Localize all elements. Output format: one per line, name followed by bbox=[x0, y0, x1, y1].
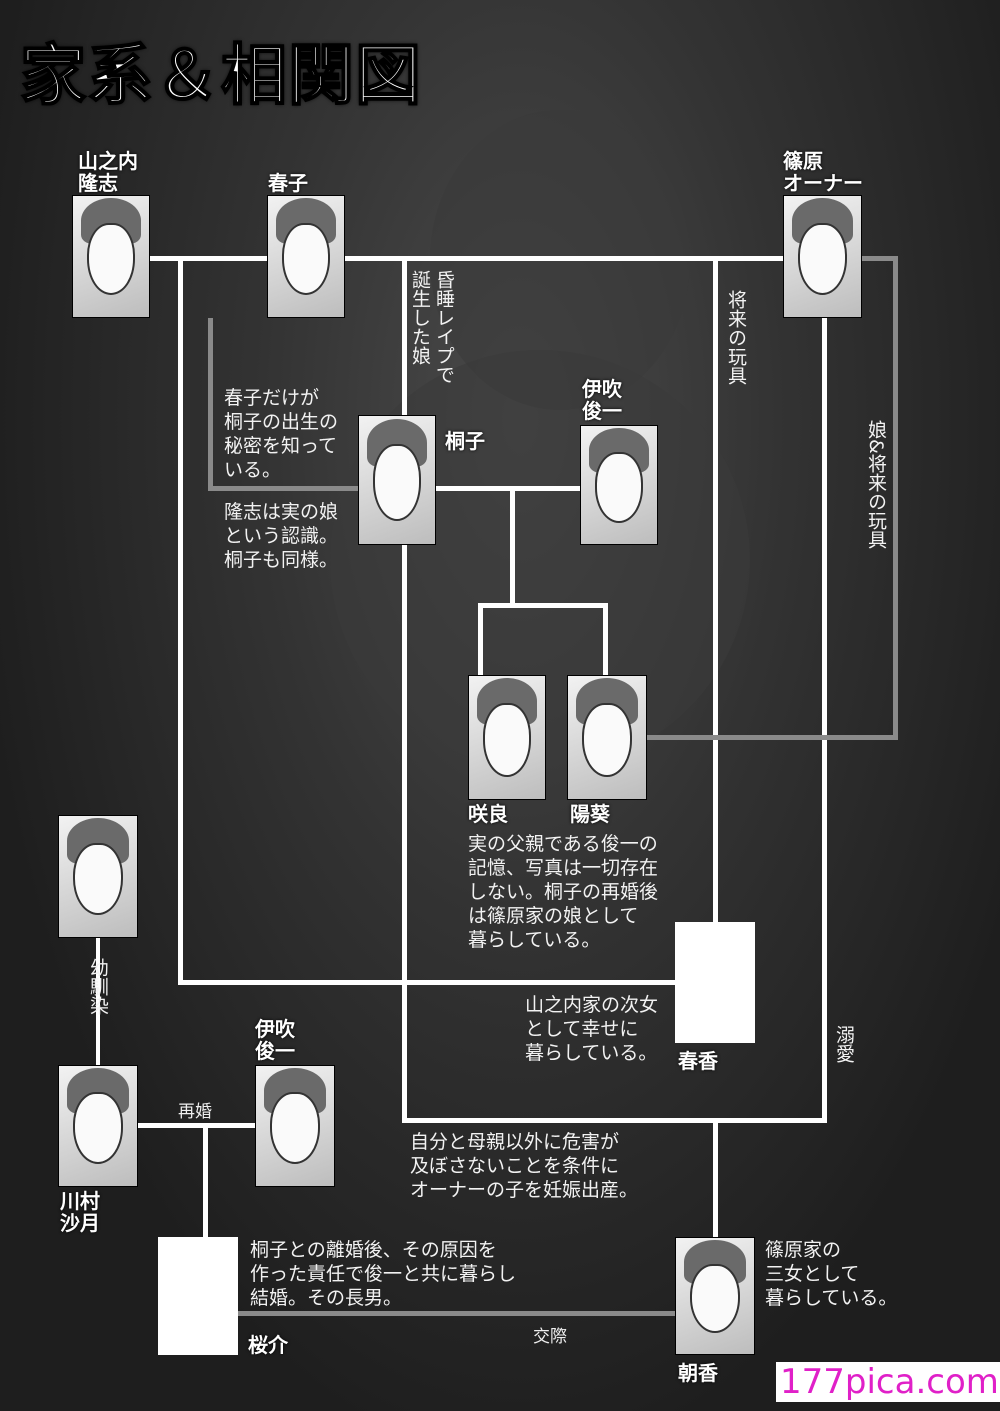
portrait-asaka bbox=[675, 1237, 755, 1355]
note-keisuke: 桐子との離婚後、その原因を 作った責任で俊一と共に暮らし 結婚。その長男。 bbox=[250, 1239, 517, 1309]
connector-line bbox=[436, 486, 580, 491]
name-takashi: 山之内 隆志 bbox=[78, 149, 138, 195]
relation-toy: 将来の玩具 bbox=[725, 290, 747, 385]
connector-line bbox=[713, 1120, 718, 1237]
portrait-shunichi bbox=[580, 425, 658, 545]
connector-line bbox=[150, 256, 783, 261]
relation-dating: 交際 bbox=[533, 1327, 567, 1347]
page-title: 家系＆相関図 bbox=[19, 36, 422, 115]
portrait-sakura bbox=[468, 675, 546, 800]
name-keisuke: 桜介 bbox=[248, 1333, 288, 1357]
portrait-himari bbox=[567, 675, 647, 800]
portrait-owner bbox=[783, 195, 862, 318]
name-shunichi: 伊吹 俊一 bbox=[582, 377, 622, 423]
relation-coma: 昏睡レイプで 誕生した娘 bbox=[409, 270, 455, 384]
connector-line bbox=[138, 1123, 255, 1128]
portrait-satsuki bbox=[58, 1065, 138, 1187]
portrait-keisuke-blank bbox=[158, 1237, 238, 1355]
connector-line bbox=[208, 486, 360, 491]
note-takashi-belief: 隆志は実の娘 という認識。 桐子も同様。 bbox=[224, 501, 339, 571]
relation-doting: 溺愛 bbox=[833, 1025, 855, 1063]
note-haruka: 山之内家の次女 として幸せに 暮らしている。 bbox=[525, 994, 659, 1064]
portrait-kiriko-young bbox=[58, 815, 138, 938]
note-condition: 自分と母親以外に危害が 及ぼさないことを条件に オーナーの子を妊娠出産。 bbox=[410, 1131, 639, 1201]
name-satsuki: 川村 沙月 bbox=[60, 1189, 100, 1235]
name-owner: 篠原 オーナー bbox=[783, 149, 863, 195]
connector-line bbox=[603, 603, 608, 675]
name-haruko: 春子 bbox=[268, 171, 308, 195]
watermark: 177pica.com bbox=[776, 1362, 1000, 1402]
portrait-haruka-blank bbox=[675, 922, 755, 1043]
connector-line bbox=[178, 258, 183, 985]
connector-line bbox=[713, 258, 718, 922]
name-himari: 陽葵 bbox=[570, 802, 610, 826]
connector-line bbox=[893, 256, 898, 739]
connector-line bbox=[647, 735, 898, 740]
name-kiriko: 桐子 bbox=[445, 429, 485, 453]
connector-line bbox=[510, 488, 515, 606]
portrait-kiriko bbox=[358, 415, 436, 545]
name-sakura: 咲良 bbox=[468, 802, 508, 826]
name-haruka: 春香 bbox=[678, 1049, 718, 1073]
portrait-takashi bbox=[72, 195, 150, 318]
relation-remarriage: 再婚 bbox=[178, 1102, 212, 1122]
note-twins: 実の父親である俊一の 記憶、写真は一切存在 しない。桐子の再婚後 は篠原家の娘と… bbox=[468, 833, 659, 951]
connector-line bbox=[402, 258, 407, 1123]
connector-line bbox=[402, 1118, 827, 1123]
connector-line bbox=[862, 256, 898, 261]
connector-line bbox=[96, 938, 100, 1065]
connector-line bbox=[208, 318, 213, 490]
note-haruko-secret: 春子だけが 桐子の出生の 秘密を知って いる。 bbox=[224, 387, 339, 481]
portrait-haruko bbox=[267, 195, 345, 318]
connector-line bbox=[478, 603, 608, 608]
connector-line bbox=[203, 1125, 208, 1237]
connector-line bbox=[478, 603, 483, 675]
relation-daughter-toy: 娘&将来の玩具 bbox=[865, 420, 887, 549]
connector-line bbox=[822, 318, 827, 1123]
connector-line bbox=[238, 1311, 675, 1316]
name-asaka: 朝香 bbox=[678, 1361, 718, 1385]
relation-childhood: 幼馴染 bbox=[87, 958, 109, 1015]
connector-line bbox=[178, 980, 676, 985]
name-shunichi-2: 伊吹 俊一 bbox=[255, 1017, 295, 1063]
note-asaka: 篠原家の 三女として 暮らしている。 bbox=[765, 1239, 898, 1309]
portrait-shunichi-2 bbox=[255, 1065, 335, 1187]
